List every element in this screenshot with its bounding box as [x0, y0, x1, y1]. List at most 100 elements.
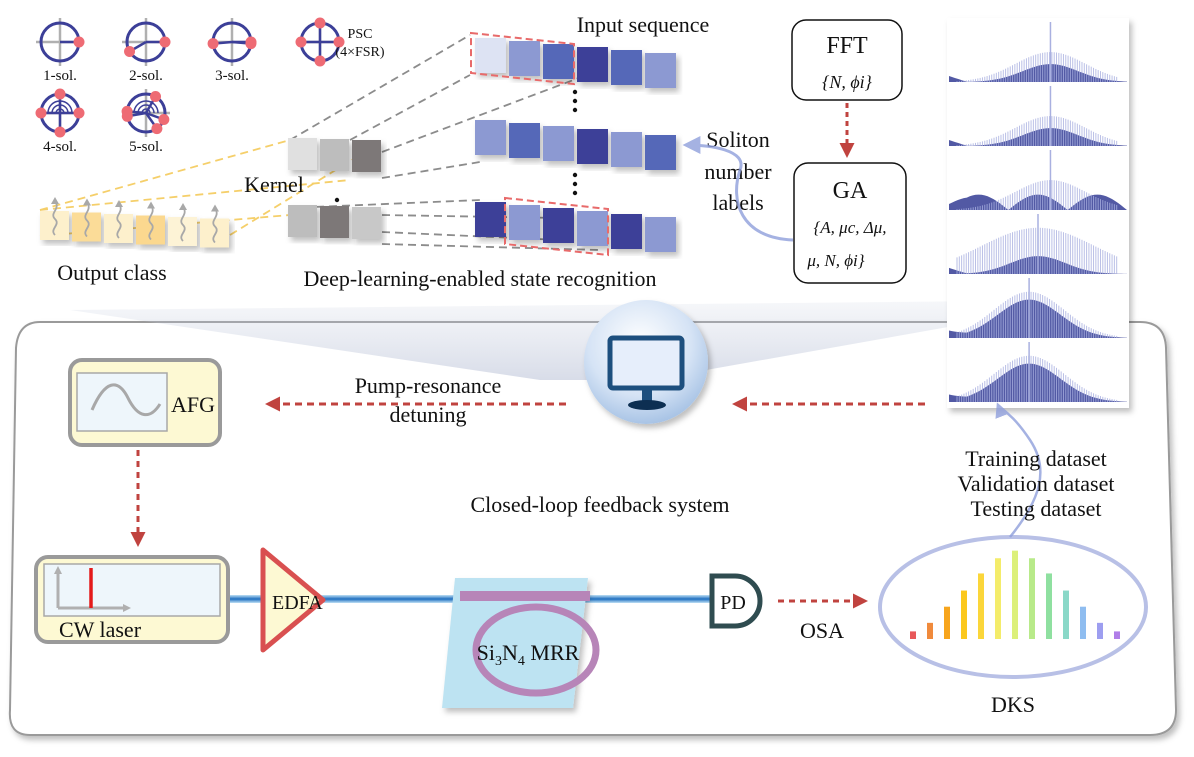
connector-line — [289, 199, 481, 209]
psc-sublabel: (4×FSR) — [335, 45, 384, 60]
input-sequence-row — [475, 202, 676, 252]
psc-label: PSC — [348, 27, 373, 42]
detuning-label-line2: detuning — [390, 402, 467, 427]
output-cell — [40, 211, 69, 240]
afg-label: AFG — [171, 392, 215, 417]
fft-title: FFT — [826, 33, 868, 59]
computer-monitor[interactable] — [584, 300, 708, 424]
output-cell — [168, 217, 197, 246]
soliton-dot — [151, 123, 163, 135]
soliton-dot — [245, 38, 257, 50]
cw-laser[interactable]: CW laser — [34, 555, 230, 644]
output-cell — [136, 215, 165, 245]
input-cell — [645, 53, 676, 88]
input-sequence-label: Input sequence — [577, 12, 710, 37]
input-cell — [509, 205, 540, 240]
afg-device[interactable]: AFG — [68, 358, 222, 447]
input-cell — [611, 132, 642, 167]
cw-laser-label: CW laser — [59, 617, 142, 642]
spectrum-plot — [949, 150, 1127, 210]
input-cell — [645, 217, 676, 252]
photodetector[interactable]: PD — [709, 573, 763, 629]
testing-dataset-label: Testing dataset — [970, 496, 1101, 521]
edfa-amplifier[interactable]: EDFA — [260, 547, 326, 653]
input-window-highlight — [470, 31, 575, 86]
spectrum-plot — [949, 22, 1127, 82]
input-cell — [577, 211, 608, 246]
dks-label: DKS — [991, 692, 1035, 717]
kernel-row — [288, 138, 381, 172]
soliton-dot — [54, 126, 66, 138]
connector-line — [381, 243, 601, 251]
comb-line — [1114, 631, 1120, 639]
comb-line — [927, 622, 933, 639]
projection-beam — [70, 300, 1100, 380]
connector-line — [381, 161, 481, 179]
ga-params-line2: μ, N, ϕi} — [806, 251, 864, 270]
soliton-dot — [73, 36, 85, 48]
soliton-dot — [150, 91, 161, 103]
ellipsis-dot — [572, 181, 578, 187]
input-sequence-row — [475, 38, 676, 88]
comb-line — [1097, 622, 1103, 639]
soliton-dot — [121, 105, 133, 117]
input-cell — [611, 50, 642, 85]
soliton-state-label: 2-sol. — [129, 68, 163, 84]
soliton-dot — [73, 107, 85, 119]
comb-line — [995, 558, 1001, 639]
ellipsis-dot — [572, 190, 578, 196]
feedback-panel — [8, 321, 1178, 736]
soliton-dot — [207, 38, 219, 50]
output-arrow — [148, 204, 154, 241]
soliton-state-icon: 3-sol. — [207, 18, 257, 84]
spectrum-plot — [949, 214, 1127, 274]
comb-line — [978, 573, 984, 639]
comb-line — [961, 590, 967, 639]
soliton-state-icon: PSC (4×FSR) — [295, 17, 385, 67]
soliton-state-icon: 4-sol. — [35, 88, 85, 155]
output-arrow — [212, 207, 218, 244]
soliton-dot — [158, 113, 170, 125]
output-arrow — [84, 201, 90, 238]
soliton-dot — [333, 36, 345, 48]
output-class-row — [40, 197, 229, 248]
output-arrow — [180, 206, 186, 242]
si3n4-mrr-chip[interactable]: Si3N4 MRR — [442, 578, 600, 708]
ellipsis-dot — [572, 98, 578, 104]
spectra-panel — [947, 18, 1129, 408]
input-cell — [645, 135, 676, 170]
input-cell — [475, 120, 506, 155]
fft-box[interactable]: FFT {N, ϕi} — [791, 19, 903, 101]
input-cell — [509, 41, 540, 76]
mrr-label: Si3N4 MRR — [477, 640, 580, 669]
kernel-cell — [320, 139, 349, 171]
soliton-state-icon: 5-sol. — [121, 89, 170, 155]
edfa-label: EDFA — [272, 592, 323, 614]
dks-comb — [910, 550, 1120, 639]
kernel-cell — [288, 205, 317, 237]
spectrum-plot — [949, 86, 1127, 146]
soliton-dot — [314, 55, 326, 67]
ga-params-line1: {A, μc, Δμ, — [813, 218, 886, 237]
soliton-state-icons: 1-sol. 2-sol. 3-sol. PSC (4×FSR) 4-sol. 5-sol. — [35, 17, 385, 155]
output-arrow — [52, 200, 58, 236]
cnn-schematic — [39, 31, 676, 257]
input-sequence-row — [475, 120, 676, 170]
ellipsis-dot — [572, 107, 578, 113]
kernel-cell — [288, 138, 317, 170]
kernel-label: Kernel — [244, 172, 304, 197]
soliton-state-icon: 1-sol. — [36, 18, 85, 84]
feedback-title: Closed-loop feedback system — [470, 492, 729, 517]
output-cell — [72, 212, 101, 242]
output-cell — [200, 218, 229, 248]
sine-wave-icon — [90, 383, 162, 416]
comb-line — [944, 606, 950, 639]
comb-line — [1063, 590, 1069, 639]
input-cell — [577, 129, 608, 164]
dataset-to-spectra-arrow — [995, 402, 1042, 538]
ga-box[interactable]: GA {A, μc, Δμ, μ, N, ϕi} — [793, 162, 907, 284]
soliton-dot — [54, 88, 66, 100]
comb-line — [910, 631, 916, 639]
kernel-cell — [352, 207, 381, 239]
